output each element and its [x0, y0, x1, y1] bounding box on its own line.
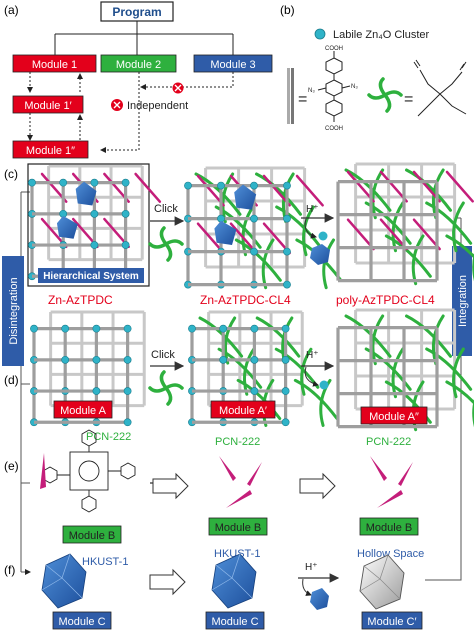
module-1p-box: Module 1′ — [12, 95, 84, 114]
hierarchical-frame — [27, 163, 150, 287]
module-a-box: Module A — [53, 400, 113, 419]
title-zn-aztpdc-cl4: Zn-AzTPDC-CL4 — [200, 293, 291, 307]
magenta-rods-middle — [219, 456, 262, 508]
chem-cooh-top: COOH — [325, 46, 343, 52]
module-b-label-2: Module B — [215, 522, 261, 534]
module-3-box: Module 3 — [193, 54, 273, 73]
crosslinker-icon-c — [148, 226, 184, 262]
released-polyhedron-f — [310, 588, 329, 610]
chem-n3-right: N₃ — [351, 84, 358, 90]
lattice-c3 — [336, 162, 474, 286]
tetra-alkyne-structure — [413, 59, 467, 117]
module-3-label: Module 3 — [210, 59, 255, 71]
module-b-box-2: Module B — [208, 517, 268, 536]
crosslinker-icon — [367, 77, 403, 113]
module-a-label: Module A — [60, 405, 107, 417]
panel-c-tag: (c) — [4, 167, 18, 181]
module-c-label-2: Module C — [211, 616, 258, 628]
magenta-rods-right — [370, 456, 413, 508]
module-c-box-2: Module C — [205, 611, 265, 630]
title-poly-aztpdc-cl4: poly-AzTPDC-CL4 — [336, 293, 435, 307]
hollow-arrow-e1 — [152, 472, 189, 500]
title-zn-aztpdc: Zn-AzTPDC — [48, 293, 113, 307]
panel-f-tag: (f) — [4, 563, 15, 577]
hollow-space-label: Hollow Space — [357, 548, 424, 560]
hplus-label-c: H⁺ — [306, 204, 319, 215]
panel-d-tag: (d) — [4, 373, 19, 387]
integration-label: Integration — [457, 275, 469, 327]
module-b-box-3: Module B — [359, 517, 419, 536]
magenta-rod-left — [40, 453, 46, 489]
module-1p-label: Module 1′ — [24, 100, 71, 112]
zn-cluster-icon — [314, 28, 326, 40]
module-app-box: Module A″ — [360, 406, 428, 425]
module-1pp-label: Module 1″ — [26, 145, 75, 157]
hkust-label-1: HKUST-1 — [82, 556, 128, 568]
module-c-label-1: Module C — [58, 616, 105, 628]
integration-bar: Integration — [452, 246, 472, 356]
disintegration-label: Disintegration — [8, 277, 20, 344]
independent-cross-icon-1 — [172, 82, 184, 94]
click-label-d: Click — [151, 349, 175, 361]
porphyrin-structure — [42, 429, 136, 513]
tree-lines — [54, 21, 234, 55]
independent-cross-icon-2 — [111, 99, 123, 111]
module-2-box: Module 2 — [100, 54, 177, 73]
panel-a-tag: (a) — [4, 3, 19, 17]
pcn222-label-2: PCN-222 — [215, 436, 260, 448]
lattice-c1 — [28, 164, 162, 281]
pcn222-label-3: PCN-222 — [366, 436, 411, 448]
aztpdc-structure — [317, 51, 351, 122]
hollow-arrow-f1 — [149, 568, 186, 596]
module-1-box: Module 1 — [12, 54, 97, 73]
equals-1: = — [298, 91, 307, 108]
hkust-polyhedron-1 — [41, 553, 87, 609]
hkust-label-2: HKUST-1 — [214, 548, 260, 560]
module-cp-label: Module C′ — [367, 616, 416, 628]
module-2-label: Module 2 — [116, 59, 161, 71]
lattice-d1 — [30, 310, 146, 427]
lattice-c2 — [184, 166, 343, 290]
module-1pp-box: Module 1″ — [12, 140, 89, 159]
panel-b-tag: (b) — [280, 3, 295, 17]
pcn222-label-1: PCN-222 — [86, 431, 131, 443]
cluster-label: Labile Zn₄O Cluster — [333, 29, 430, 41]
released-cluster-c — [318, 231, 328, 241]
hkust-polyhedron-2 — [211, 553, 257, 609]
lattice-d3 — [336, 308, 474, 432]
chem-cooh-bottom: COOH — [325, 126, 343, 132]
click-label-c: Click — [154, 203, 178, 215]
independent-label: Independent — [127, 100, 188, 112]
released-cluster-d — [319, 380, 329, 390]
module-b-box-1: Module B — [62, 525, 122, 544]
hier-label-box — [38, 268, 144, 283]
module-app-label: Module A″ — [369, 411, 419, 423]
disintegration-bar: Disintegration — [2, 256, 24, 366]
module-ap-box: Module A′ — [210, 400, 276, 419]
hollow-polyhedron — [359, 554, 405, 610]
module-b-label-1: Module B — [69, 530, 115, 542]
module-ap-label: Module A′ — [219, 405, 267, 417]
hplus-label-d: H⁺ — [306, 350, 319, 361]
hplus-label-f: H⁺ — [305, 562, 318, 573]
hollow-arrow-e2 — [299, 472, 336, 500]
equals-2: = — [404, 91, 413, 108]
released-polyhedron-c — [310, 244, 330, 265]
chem-n3-left: N₃ — [308, 88, 315, 94]
lattice-d2 — [188, 310, 339, 427]
module-1-label: Module 1 — [32, 59, 77, 71]
module-b-label-3: Module B — [366, 522, 412, 534]
linker-rod-icon — [287, 68, 294, 124]
crosslinker-icon-d — [148, 370, 184, 406]
panel-e-tag: (e) — [4, 459, 19, 473]
program-box: Program — [100, 1, 174, 22]
module-c-box-1: Module C — [52, 611, 112, 630]
hier-label: Hierarchical System — [43, 271, 139, 282]
module-cp-box: Module C′ — [361, 611, 423, 630]
program-label: Program — [112, 5, 161, 19]
